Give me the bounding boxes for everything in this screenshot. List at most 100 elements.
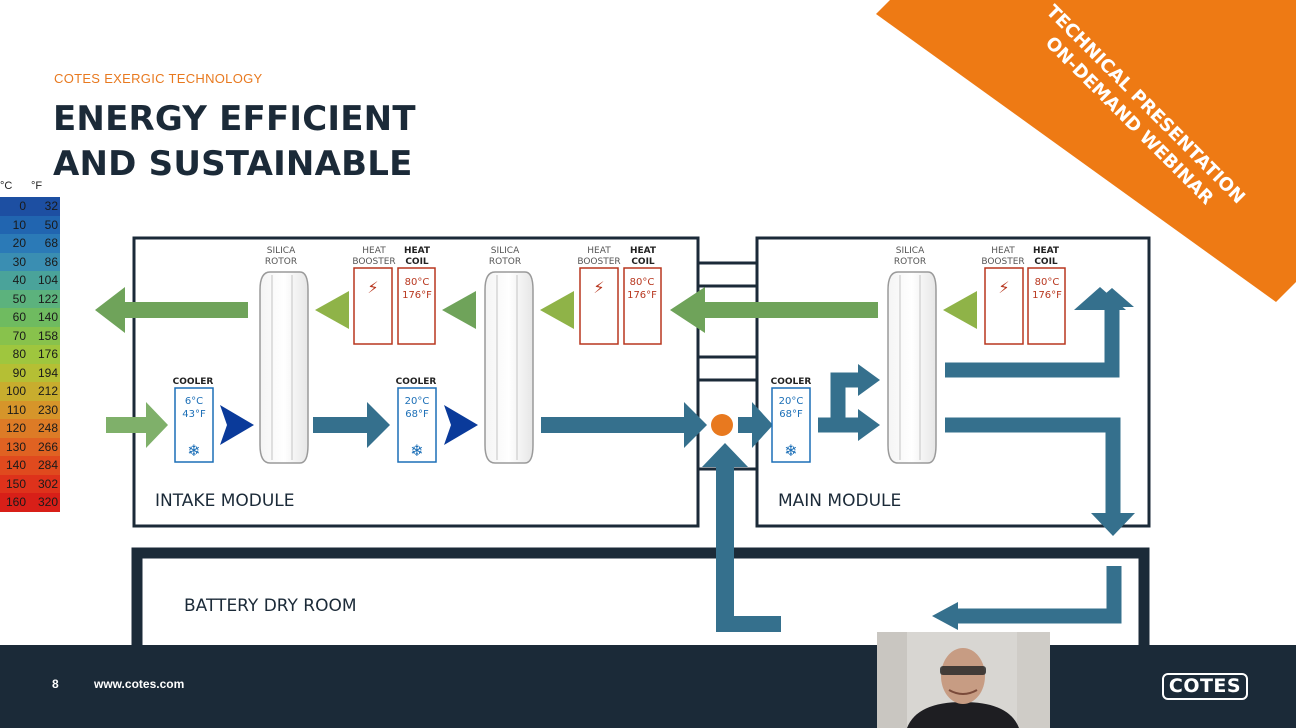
celsius-value: 50 [12,291,26,306]
split-arrow-up [858,364,880,396]
fahrenheit-unit: °F [31,180,43,192]
coil-3-label-a: HEAT [1033,246,1060,256]
supply-arrow-1 [313,402,390,448]
main-module-frame [755,236,1151,528]
rotor-2-label-a: SILICA [491,246,520,256]
booster-3-label-b: BOOSTER [981,257,1024,267]
website-link[interactable]: www.cotes.com [94,677,185,691]
fahrenheit-value: 50 [44,217,58,232]
celsius-value: 10 [12,217,26,232]
silica-rotor-3 [887,271,937,464]
bolt-icon: ⚡ [998,278,1009,297]
mixing-point [711,414,733,436]
fahrenheit-value: 32 [44,199,58,213]
coil-3-temp-c: 80°C [1035,277,1060,288]
coil-2-label-a: HEAT [630,246,657,256]
reactivation-arrow-head [1074,287,1126,310]
cold-arrow-2 [444,405,478,445]
fahrenheit-value: 212 [37,384,58,398]
rotor-3-label-a: SILICA [896,246,925,256]
cooler-1-label: COOLER [173,377,214,387]
cooler-1-temp-f: 43°F [182,409,206,420]
title-line-1: ENERGY EFFICIENT [53,99,416,139]
temp-scale-row: 120 248 [0,419,60,438]
cooler-3-temp-c: 20°C [779,396,804,407]
battery-supply-pipe [955,566,1122,624]
snowflake-icon: ❄ [410,441,423,460]
bolt-icon: ⚡ [367,278,378,297]
cold-arrow-1 [220,405,254,445]
coil-1-temp-f: 176°F [402,290,432,301]
intake-module-frame [132,236,700,528]
page-number: 8 [52,677,59,691]
heat-coil-1 [397,267,436,345]
battery-room-label: BATTERY DRY ROOM [184,596,357,616]
supply-pipe-out [945,417,1121,515]
page-title: ENERGY EFFICIENT AND SUSTAINABLE [53,97,416,187]
rotor-2-label-b: ROTOR [489,257,521,267]
fahrenheit-value: 140 [37,310,58,324]
celsius-value: 30 [12,254,26,269]
fahrenheit-value: 248 [37,421,58,435]
temp-scale-row: 100 212 [0,382,60,401]
supply-arrow-3 [738,402,773,448]
fahrenheit-value: 284 [37,458,58,472]
celsius-unit: °C [0,180,13,192]
cooler-1-temp-c: 6°C [185,396,203,407]
celsius-value: 120 [5,421,26,435]
booster-3-label-a: HEAT [991,246,1015,256]
booster-2-label-a: HEAT [587,246,611,256]
celsius-value: 140 [5,458,26,472]
presenter-webcam [877,632,1050,728]
heat-coil-2 [623,267,662,345]
split-pipe [818,372,862,433]
coil-3-label-b: COIL [1034,257,1058,267]
celsius-value: 70 [12,328,26,343]
intake-air-arrow [106,402,168,448]
silica-rotor-1 [259,271,309,464]
celsius-value: 80 [12,347,26,361]
celsius-value: 150 [5,476,26,491]
footer-bar [0,645,1296,728]
coil-2-temp-f: 176°F [627,290,657,301]
cooler-2 [397,387,437,463]
split-arrow-down [858,409,880,441]
cooler-1 [174,387,214,463]
rotor-1-label-a: SILICA [267,246,296,256]
cooler-2-label: COOLER [396,377,437,387]
temp-scale-row: 0 32 [0,197,60,216]
celsius-value: 160 [5,495,26,509]
intake-module-label: INTAKE MODULE [155,491,295,511]
cooler-2-temp-c: 20°C [405,396,430,407]
celsius-value: 0 [19,199,26,213]
celsius-value: 40 [12,273,26,287]
celsius-value: 100 [5,384,26,398]
supply-arrow-2 [541,402,707,448]
fahrenheit-value: 194 [37,365,58,380]
coil-2-temp-c: 80°C [630,277,655,288]
rotor-1-label-b: ROTOR [265,257,297,267]
return-arrow-3 [540,291,574,329]
temp-scale-row: 10 50 [0,215,60,234]
cooler-3 [771,387,811,463]
temp-scale-row: 150 302 [0,474,60,493]
celsius-value: 60 [12,310,26,324]
cooler-3-label: COOLER [771,377,812,387]
temp-scale-row: 70 158 [0,326,60,345]
supply-out-arrow [1091,513,1135,536]
fahrenheit-value: 302 [37,476,58,491]
booster-1-label-b: BOOSTER [352,257,395,267]
coil-1-label-a: HEAT [404,246,431,256]
fahrenheit-value: 230 [37,402,58,417]
celsius-value: 110 [6,402,26,417]
heat-booster-2 [579,267,619,345]
eyebrow: COTES EXERGIC TECHNOLOGY [54,71,263,86]
fahrenheit-value: 158 [37,328,58,343]
heat-booster-1 [353,267,393,345]
coil-1-temp-c: 80°C [405,277,430,288]
bolt-icon: ⚡ [593,278,604,297]
cooler-2-temp-f: 68°F [405,409,429,420]
